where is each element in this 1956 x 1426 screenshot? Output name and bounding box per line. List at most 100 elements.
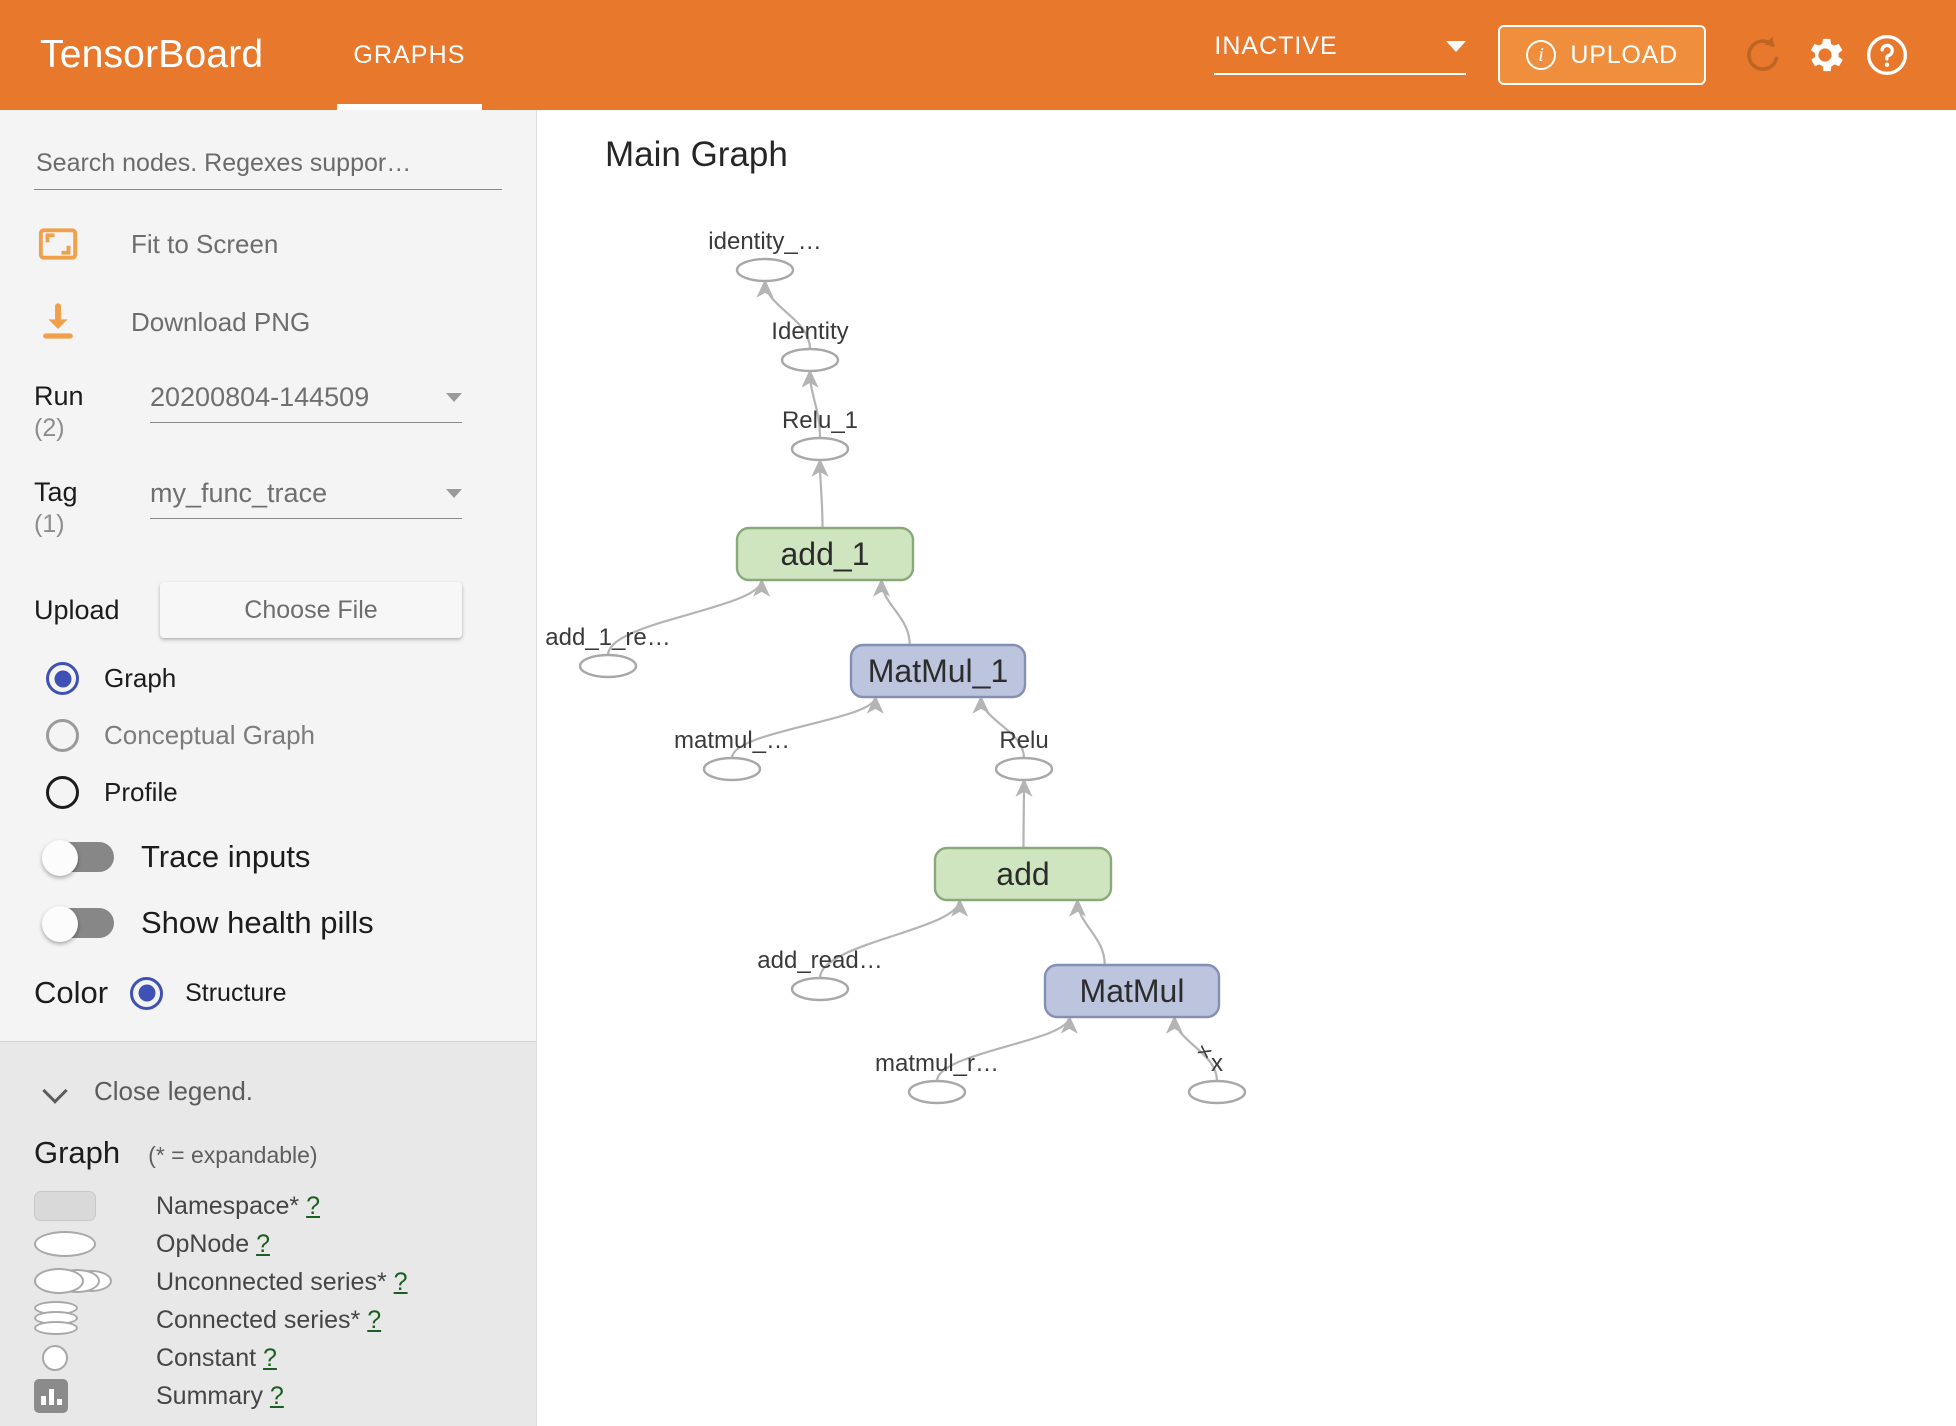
node-label: matmul_… — [674, 727, 790, 754]
graph-node-x[interactable]: x — [1187, 1050, 1247, 1105]
radio-profile[interactable]: Profile — [34, 776, 502, 810]
node-label: matmul_r… — [875, 1050, 999, 1077]
graph-edge — [811, 458, 829, 529]
help-link[interactable]: ? — [269, 1381, 284, 1410]
graph-node-Identity[interactable]: Identity — [771, 318, 849, 373]
graph-edge — [1015, 778, 1033, 849]
graph-edge — [818, 898, 969, 979]
opnode-ellipse[interactable] — [780, 347, 840, 373]
help-link[interactable]: ? — [263, 1343, 277, 1372]
radio-structure-indicator[interactable] — [130, 976, 164, 1010]
run-count: (2) — [34, 414, 65, 443]
opnode-ellipse[interactable] — [578, 653, 638, 679]
graph-node-add[interactable]: add — [933, 846, 1113, 902]
help-link[interactable]: ? — [393, 1267, 408, 1296]
radio-conceptual-graph-label: Conceptual Graph — [104, 720, 316, 751]
legend-item-opnode-label: OpNode — [156, 1229, 250, 1258]
node-label: Relu — [999, 727, 1048, 754]
tag-field: Tag (1) my_func_trace — [34, 478, 502, 538]
download-png-button[interactable]: Download PNG — [34, 298, 502, 346]
graph-node-MatMul_1[interactable]: MatMul_1 — [849, 643, 1027, 699]
opnode-ellipse[interactable] — [994, 756, 1054, 782]
graph-node-Relu[interactable]: Relu — [994, 727, 1054, 782]
tab-graphs[interactable]: GRAPHS — [337, 0, 482, 110]
graph-node-matmul_w[interactable]: matmul_… — [674, 727, 790, 782]
toggle-show-health-pills-switch[interactable] — [42, 906, 116, 943]
toggle-show-health-pills[interactable]: Show health pills — [34, 905, 502, 943]
toggle-trace-inputs-label: Trace inputs — [141, 839, 311, 875]
header-right-controls: INACTIVE i UPLOAD — [1214, 24, 1956, 86]
legend-header: Graph (* = expandable) — [34, 1135, 502, 1171]
app-header: TensorBoard GRAPHS INACTIVE i UPLOAD — [0, 0, 1956, 110]
node-label: MatMul — [1080, 973, 1185, 1009]
search-input[interactable] — [34, 148, 502, 179]
legend-note: (* = expandable) — [148, 1142, 318, 1169]
radio-conceptual-graph[interactable]: Conceptual Graph — [34, 719, 502, 753]
tag-dropdown[interactable]: my_func_trace — [150, 478, 462, 520]
run-dropdown[interactable]: 20200804-144509 — [150, 382, 462, 423]
namespace-rect[interactable] — [735, 526, 915, 582]
opnode-ellipse[interactable] — [735, 257, 795, 283]
namespace-rect[interactable] — [933, 846, 1113, 902]
toggle-show-health-pills-label: Show health pills — [141, 905, 374, 941]
graph-edge — [1165, 1015, 1219, 1082]
opnode-ellipse[interactable] — [790, 436, 850, 462]
fit-to-screen-button[interactable]: Fit to Screen — [34, 220, 502, 268]
toggle-trace-inputs[interactable]: Trace inputs — [34, 839, 502, 877]
legend-item-opnode: OpNode ? — [34, 1225, 502, 1263]
choose-file-button[interactable]: Choose File — [160, 582, 462, 639]
refresh-icon[interactable] — [1732, 24, 1794, 86]
node-label: Relu_1 — [782, 407, 858, 434]
inactive-runs-dropdown[interactable]: INACTIVE — [1214, 31, 1467, 75]
graph-node-Relu_1[interactable]: Relu_1 — [782, 407, 858, 462]
run-label-group: Run (2) — [34, 381, 150, 443]
run-label: Run — [34, 381, 84, 411]
opnode-shape-icon — [34, 1231, 134, 1258]
help-link[interactable]: ? — [306, 1191, 320, 1220]
opnode-ellipse[interactable] — [1187, 1079, 1247, 1105]
inactive-label: INACTIVE — [1214, 31, 1338, 60]
help-link[interactable]: ? — [256, 1229, 270, 1258]
node-label: add_1_re… — [545, 624, 670, 651]
opnode-ellipse[interactable] — [790, 976, 850, 1002]
toggle-trace-inputs-switch[interactable] — [42, 840, 116, 877]
summary-shape-icon — [34, 1379, 134, 1414]
tag-label-group: Tag (1) — [34, 478, 150, 538]
chevron-down-icon — [44, 1080, 68, 1104]
opnode-ellipse[interactable] — [907, 1079, 967, 1105]
constant-shape-icon — [34, 1345, 134, 1372]
close-legend-button[interactable]: Close legend. — [34, 1076, 502, 1107]
opnode-ellipse[interactable] — [702, 756, 762, 782]
chevron-down-icon — [446, 489, 462, 499]
namespace-rect[interactable] — [1043, 963, 1221, 1019]
graph-edge — [801, 369, 822, 439]
search-field[interactable] — [34, 148, 502, 190]
graph-node-add_1_read[interactable]: add_1_re… — [545, 624, 671, 679]
upload-label: Upload — [34, 594, 120, 625]
upload-button[interactable]: i UPLOAD — [1498, 25, 1706, 85]
help-icon[interactable] — [1856, 24, 1918, 86]
graph-node-add_1[interactable]: add_1 — [735, 526, 915, 582]
chevron-down-icon — [1446, 40, 1467, 52]
graph-node-matmul_r[interactable]: matmul_r… — [875, 1050, 999, 1105]
run-field: Run (2) 20200804-144509 — [34, 381, 502, 443]
download-png-label: Download PNG — [131, 306, 311, 337]
help-link[interactable]: ? — [367, 1305, 382, 1334]
legend-item-namespace: Namespace* ? — [34, 1187, 502, 1225]
graph-node-add_read[interactable]: add_read… — [757, 947, 883, 1002]
nav-tabs: GRAPHS — [337, 0, 482, 110]
graph-node-identity_out[interactable]: identity_… — [708, 228, 822, 283]
node-label: MatMul_1 — [868, 653, 1009, 689]
namespace-rect[interactable] — [849, 643, 1027, 699]
radio-graph-indicator — [46, 662, 79, 696]
radio-graph[interactable]: Graph — [34, 662, 502, 696]
tag-value: my_func_trace — [150, 478, 328, 509]
upload-button-label: UPLOAD — [1570, 40, 1678, 69]
graph-node-MatMul[interactable]: MatMul — [1043, 963, 1221, 1019]
fit-to-screen-label: Fit to Screen — [131, 228, 279, 259]
legend-item-namespace-label: Namespace* — [156, 1191, 300, 1220]
gear-icon[interactable] — [1794, 24, 1856, 86]
